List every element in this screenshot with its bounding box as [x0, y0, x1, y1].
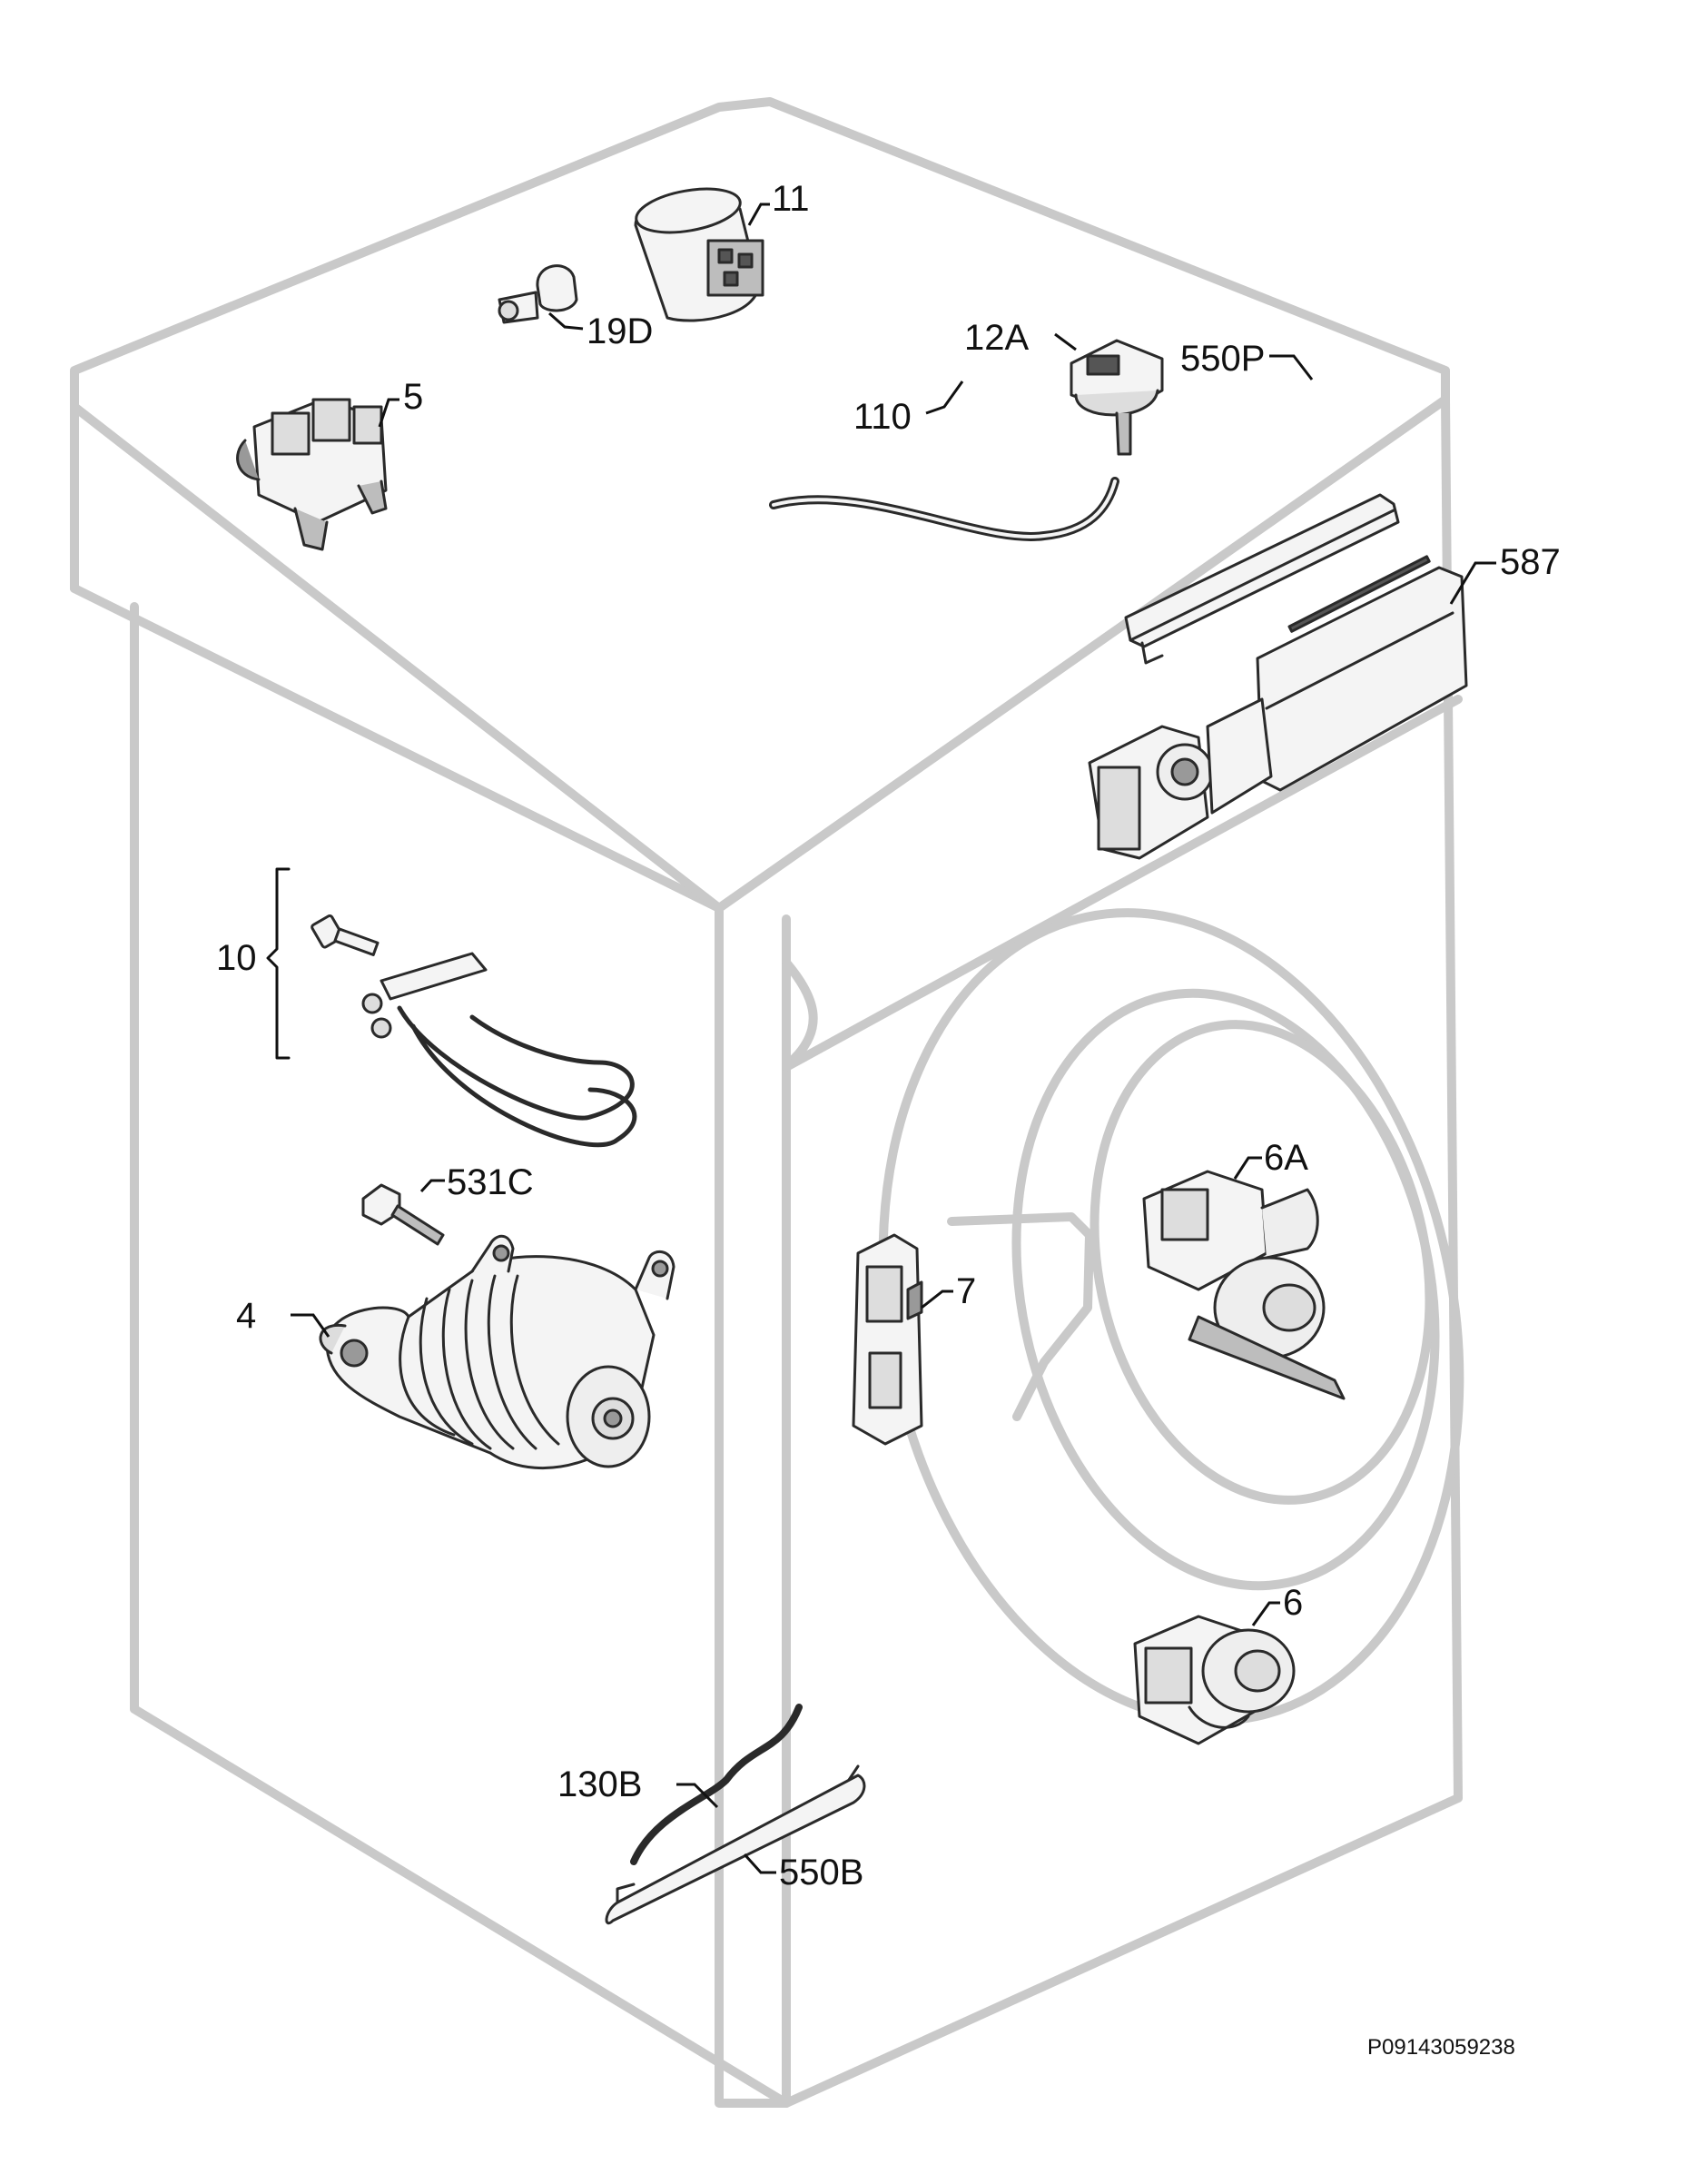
heater-screw-part [311, 914, 380, 956]
callout-gasket: 130B [557, 1764, 642, 1804]
pressure-switch-part [1070, 339, 1164, 456]
control-board-part [1088, 555, 1468, 860]
capacitor-part [634, 187, 764, 322]
drain-pump-a-part [1142, 1170, 1346, 1400]
callout-motor-bolt: 531C [447, 1162, 534, 1202]
inlet-valve-part [236, 398, 388, 551]
callout-heater-kit: 10 [216, 938, 257, 978]
callout-pressure-switch: 12A [964, 318, 1029, 358]
front-panel-strip-part [1124, 493, 1400, 665]
leader-lines [291, 203, 1496, 1874]
motor-part [319, 1234, 675, 1469]
washer-cabinet [70, 97, 1464, 2108]
callout-bottom-strip: 550B [779, 1853, 863, 1892]
callout-capacitor: 11 [772, 179, 810, 219]
gasket-part [630, 1704, 803, 1865]
door-lock-part [852, 1233, 923, 1446]
pressure-hose-part [769, 477, 1119, 541]
motor-bolt-part [361, 1183, 445, 1246]
heater-element-part [361, 952, 637, 1148]
callout-drain-pump-a: 6A [1264, 1138, 1308, 1178]
drain-pump-part [1133, 1615, 1296, 1745]
callout-motor: 4 [236, 1296, 256, 1336]
bottom-strip-part [605, 1764, 866, 1924]
callout-drain-pump: 6 [1283, 1583, 1303, 1623]
thermostat-part [498, 264, 578, 324]
callout-thermostat: 19D [587, 311, 653, 351]
document-id: P09143059238 [1367, 2035, 1515, 2060]
callout-pressure-hose: 110 [853, 397, 912, 437]
callout-control-board: 587 [1500, 542, 1561, 582]
callout-door-lock: 7 [956, 1271, 976, 1311]
heater-kit-bracket [266, 867, 291, 1060]
callout-inlet-valve: 5 [403, 377, 423, 417]
callout-front-panel-strip: 550P [1180, 339, 1265, 379]
